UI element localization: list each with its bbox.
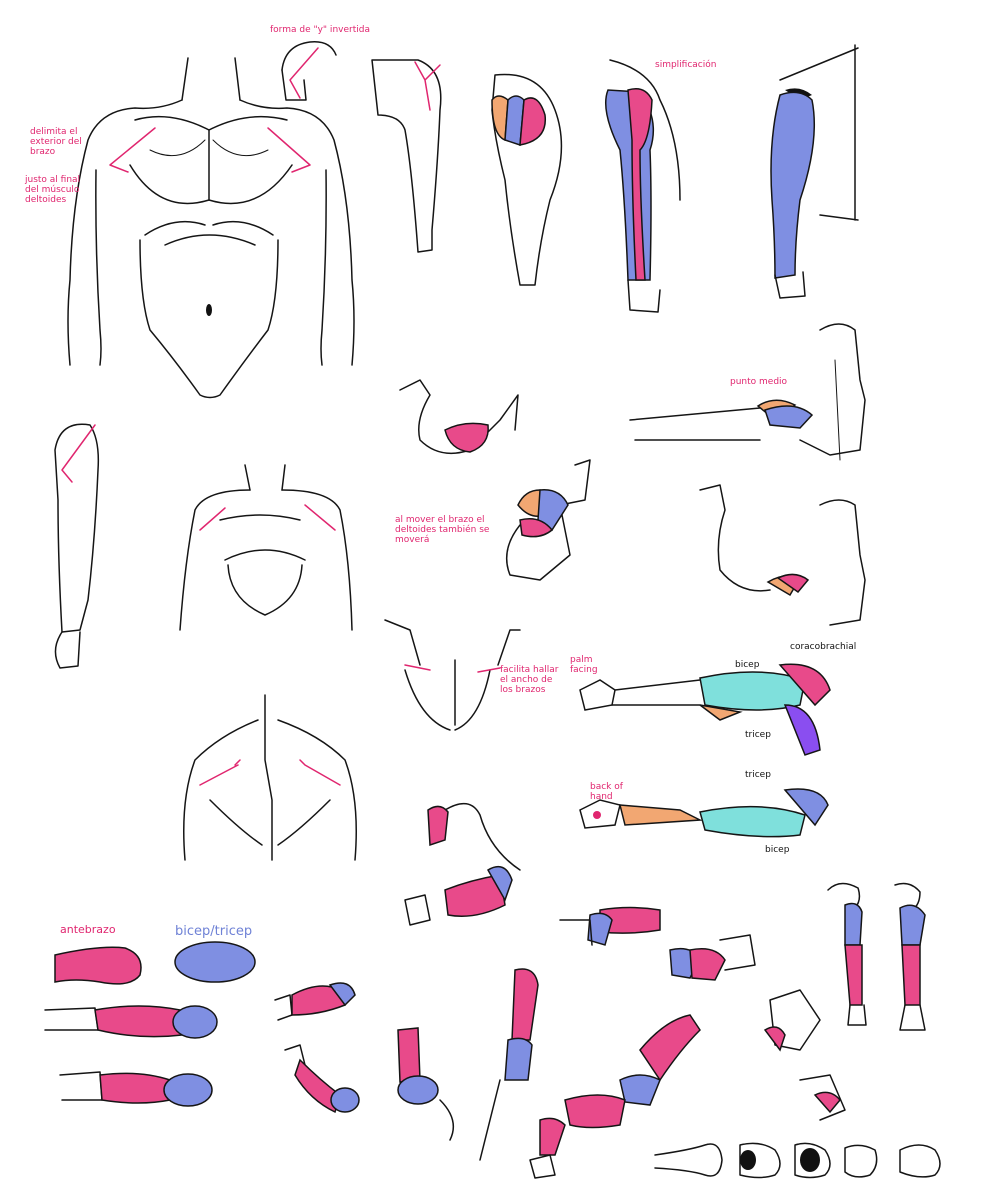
annotation-justo: justo al final del músculo deltoides [25, 175, 81, 205]
torso-back [183, 694, 357, 861]
annotation-simplificacion: simplificación [655, 60, 717, 70]
arm-standing-right-2 [894, 882, 926, 1031]
arm-back-of-hand [579, 788, 829, 838]
arm-flexed-back [699, 484, 866, 626]
annotation-back-of-hand: back of hand [590, 782, 623, 802]
annotation-coracobrachial: coracobrachial [790, 642, 857, 652]
arm-overhead [397, 968, 539, 1161]
arm-bent-small-1 [274, 982, 356, 1021]
torso-front-large [67, 57, 355, 399]
arm-bent-small-2 [284, 1044, 360, 1114]
arm-horizontal-back [629, 323, 866, 461]
arm-flexed-1 [399, 379, 519, 455]
shape-legend [44, 941, 256, 1107]
annotation-tricep-1: tricep [745, 730, 771, 740]
arms-raised-back [384, 619, 521, 731]
bone-shapes-row [654, 1142, 941, 1179]
arm-simplified [605, 59, 681, 313]
annotation-bicep-2: bicep [765, 845, 790, 855]
annotation-al-mover: al mover el brazo el deltoides también s… [395, 515, 490, 545]
annotation-palm-facing: palm facing [570, 655, 598, 675]
annotation-punto-medio: punto medio [730, 377, 788, 387]
annotation-tricep-2: tricep [745, 770, 771, 780]
arm-side-plain [371, 59, 442, 253]
annotation-antebrazo: antebrazo [60, 923, 116, 936]
arm-flexed-2 [505, 459, 591, 581]
arm-standing-right-1 [827, 882, 867, 1026]
annotation-bicep-1: bicep [735, 660, 760, 670]
annotation-bicep-tricep: bicep/tricep [175, 924, 253, 939]
arm-foreshortened [404, 802, 521, 926]
arm-side-colored [491, 73, 563, 286]
arm-palm-facing [579, 663, 831, 756]
torso-front-small [179, 464, 353, 631]
annotation-forma-y: forma de "y" invertida [270, 25, 370, 35]
arm-reaching [559, 906, 756, 981]
arm-standing-left [54, 423, 100, 669]
annotation-facilita: facilita hallar el ancho de los brazos [500, 665, 559, 695]
shoulder-y-detail [281, 41, 337, 101]
arm-back-view [770, 44, 859, 299]
arm-twisted [529, 1014, 701, 1179]
hands-sketch [763, 989, 846, 1121]
annotation-delimita: delimita el exterior del brazo [30, 127, 82, 157]
